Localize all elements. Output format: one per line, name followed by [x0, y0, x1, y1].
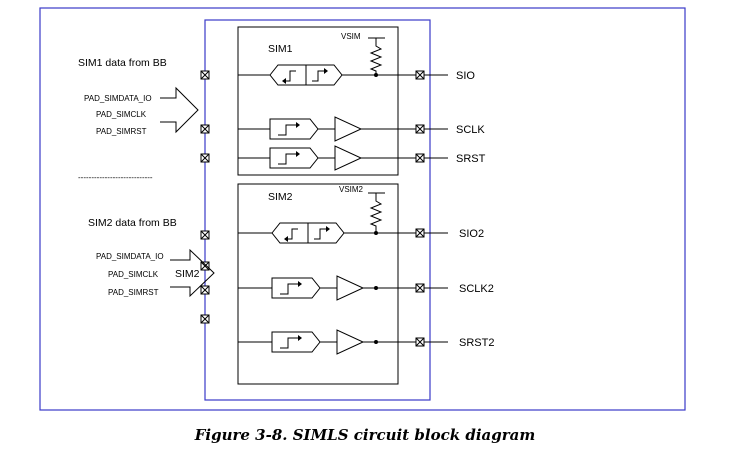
pin-left-4: [200, 230, 210, 240]
pin-left-2: [200, 124, 210, 134]
output-srst2: SRST2: [459, 337, 494, 349]
vsim2-label: VSIM2: [339, 185, 364, 194]
output-sio: SIO: [456, 70, 475, 82]
bidirectional-buffer-sio2: [271, 222, 345, 244]
outer-frame: [39, 7, 686, 411]
sim2-input-simrst: PAD_SIMRST: [108, 288, 159, 297]
level-shifter-srst2: [271, 331, 321, 353]
figure-caption: Figure 3-8. SIMLS circuit block diagram: [194, 426, 535, 444]
output-sclk2: SCLK2: [459, 283, 494, 295]
pin-left-6: [200, 285, 210, 295]
sim2-block-label: SIM2: [268, 191, 293, 203]
pin-right-srst2: [415, 337, 425, 347]
pin-left-7: [200, 314, 210, 324]
sim1-group-label: SIM1 data from BB: [78, 57, 167, 69]
pin-right-sio: [415, 70, 425, 80]
output-sclk: SCLK: [456, 124, 485, 136]
sim1-block: SIM1 VSIM: [237, 26, 420, 176]
sim1-bus-arrow: [160, 86, 199, 134]
group-divider: ----------------------------: [78, 173, 153, 182]
pin-right-srst: [415, 153, 425, 163]
sim2-arrow-label: SIM2: [175, 268, 200, 280]
sim2-input-simdata: PAD_SIMDATA_IO: [96, 252, 164, 261]
chip-outline: [204, 19, 431, 401]
output-srst: SRST: [456, 153, 486, 165]
bidirectional-buffer-sio: [269, 64, 343, 86]
pin-left-1: [200, 70, 210, 80]
level-shifter-srst: [269, 147, 319, 169]
vsim-label: VSIM: [341, 32, 361, 41]
sim2-input-simclk: PAD_SIMCLK: [108, 270, 159, 279]
output-sio2: SIO2: [459, 228, 484, 240]
pin-left-5: [200, 261, 210, 271]
level-shifter-sclk2: [271, 277, 321, 299]
sim1-input-simdata: PAD_SIMDATA_IO: [84, 94, 152, 103]
level-shifter-sclk: [269, 118, 319, 140]
sim2-bus-arrow: [170, 248, 215, 298]
sim2-block: SIM2 VSIM2: [237, 183, 420, 385]
pin-left-3: [200, 153, 210, 163]
sim2-group-label: SIM2 data from BB: [88, 217, 177, 229]
pin-right-sclk: [415, 124, 425, 134]
sim1-block-label: SIM1: [268, 43, 293, 55]
sim1-input-simrst: PAD_SIMRST: [96, 127, 147, 136]
pin-right-sclk2: [415, 283, 425, 293]
sim1-input-simclk: PAD_SIMCLK: [96, 110, 147, 119]
pin-right-sio2: [415, 228, 425, 238]
